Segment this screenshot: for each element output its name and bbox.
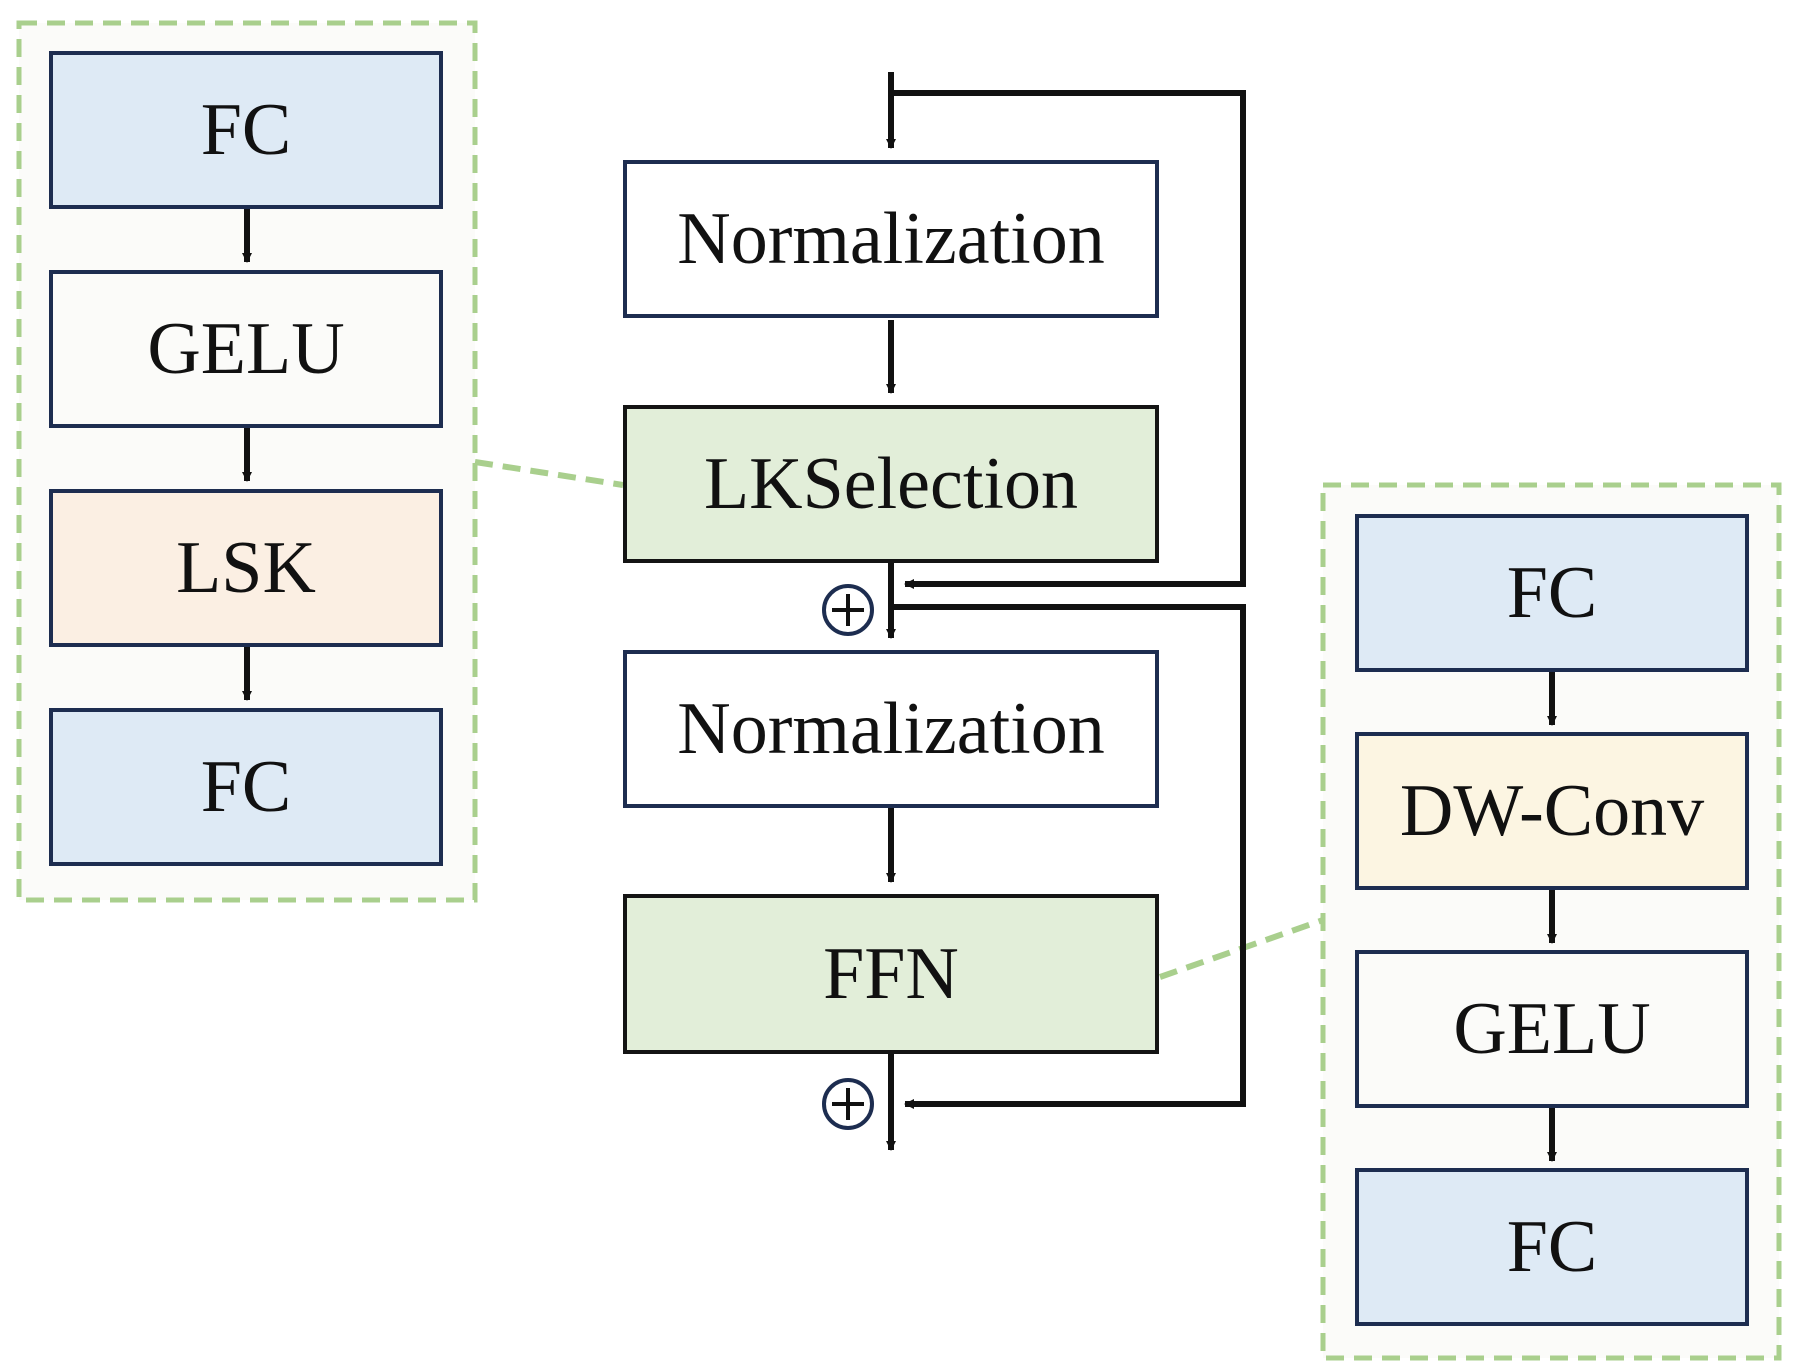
residual-skip-1 xyxy=(891,90,1246,589)
residual-add-1-icon xyxy=(822,584,874,636)
ffn-gelu-label: GELU xyxy=(1453,988,1651,1070)
ffn-fc-bottom-label: FC xyxy=(1506,1206,1598,1288)
normalization-1-block: Normalization xyxy=(623,160,1159,318)
lk-gelu-block: GELU xyxy=(49,270,443,428)
lk-fc-top-block: FC xyxy=(49,51,443,209)
normalization-2-block: Normalization xyxy=(623,650,1159,808)
lkselection-label: LKSelection xyxy=(703,443,1078,525)
ffn-fc-bottom-block: FC xyxy=(1355,1168,1749,1326)
ffn-gelu-block: GELU xyxy=(1355,950,1749,1108)
lk-fc-bottom-block: FC xyxy=(49,708,443,866)
ffn-fc-top-label: FC xyxy=(1506,552,1598,634)
ffn-fc-top-block: FC xyxy=(1355,514,1749,672)
residual-skip-2 xyxy=(891,604,1246,1109)
lkselection-block: LKSelection xyxy=(623,405,1159,563)
normalization-2-label: Normalization xyxy=(677,688,1105,770)
ffn-label: FFN xyxy=(823,933,959,1015)
lk-fc-top-label: FC xyxy=(200,89,292,171)
normalization-1-label: Normalization xyxy=(677,198,1105,280)
lkselection-zoom-line xyxy=(474,459,624,488)
lk-lsk-block: LSK xyxy=(49,489,443,647)
residual-add-2-icon xyxy=(822,1078,874,1130)
lk-fc-bottom-label: FC xyxy=(200,746,292,828)
ffn-block: FFN xyxy=(623,894,1159,1054)
lk-lsk-label: LSK xyxy=(176,527,316,609)
ffn-dwconv-block: DW-Conv xyxy=(1355,732,1749,890)
lk-gelu-label: GELU xyxy=(147,308,345,390)
ffn-dwconv-label: DW-Conv xyxy=(1399,770,1705,852)
